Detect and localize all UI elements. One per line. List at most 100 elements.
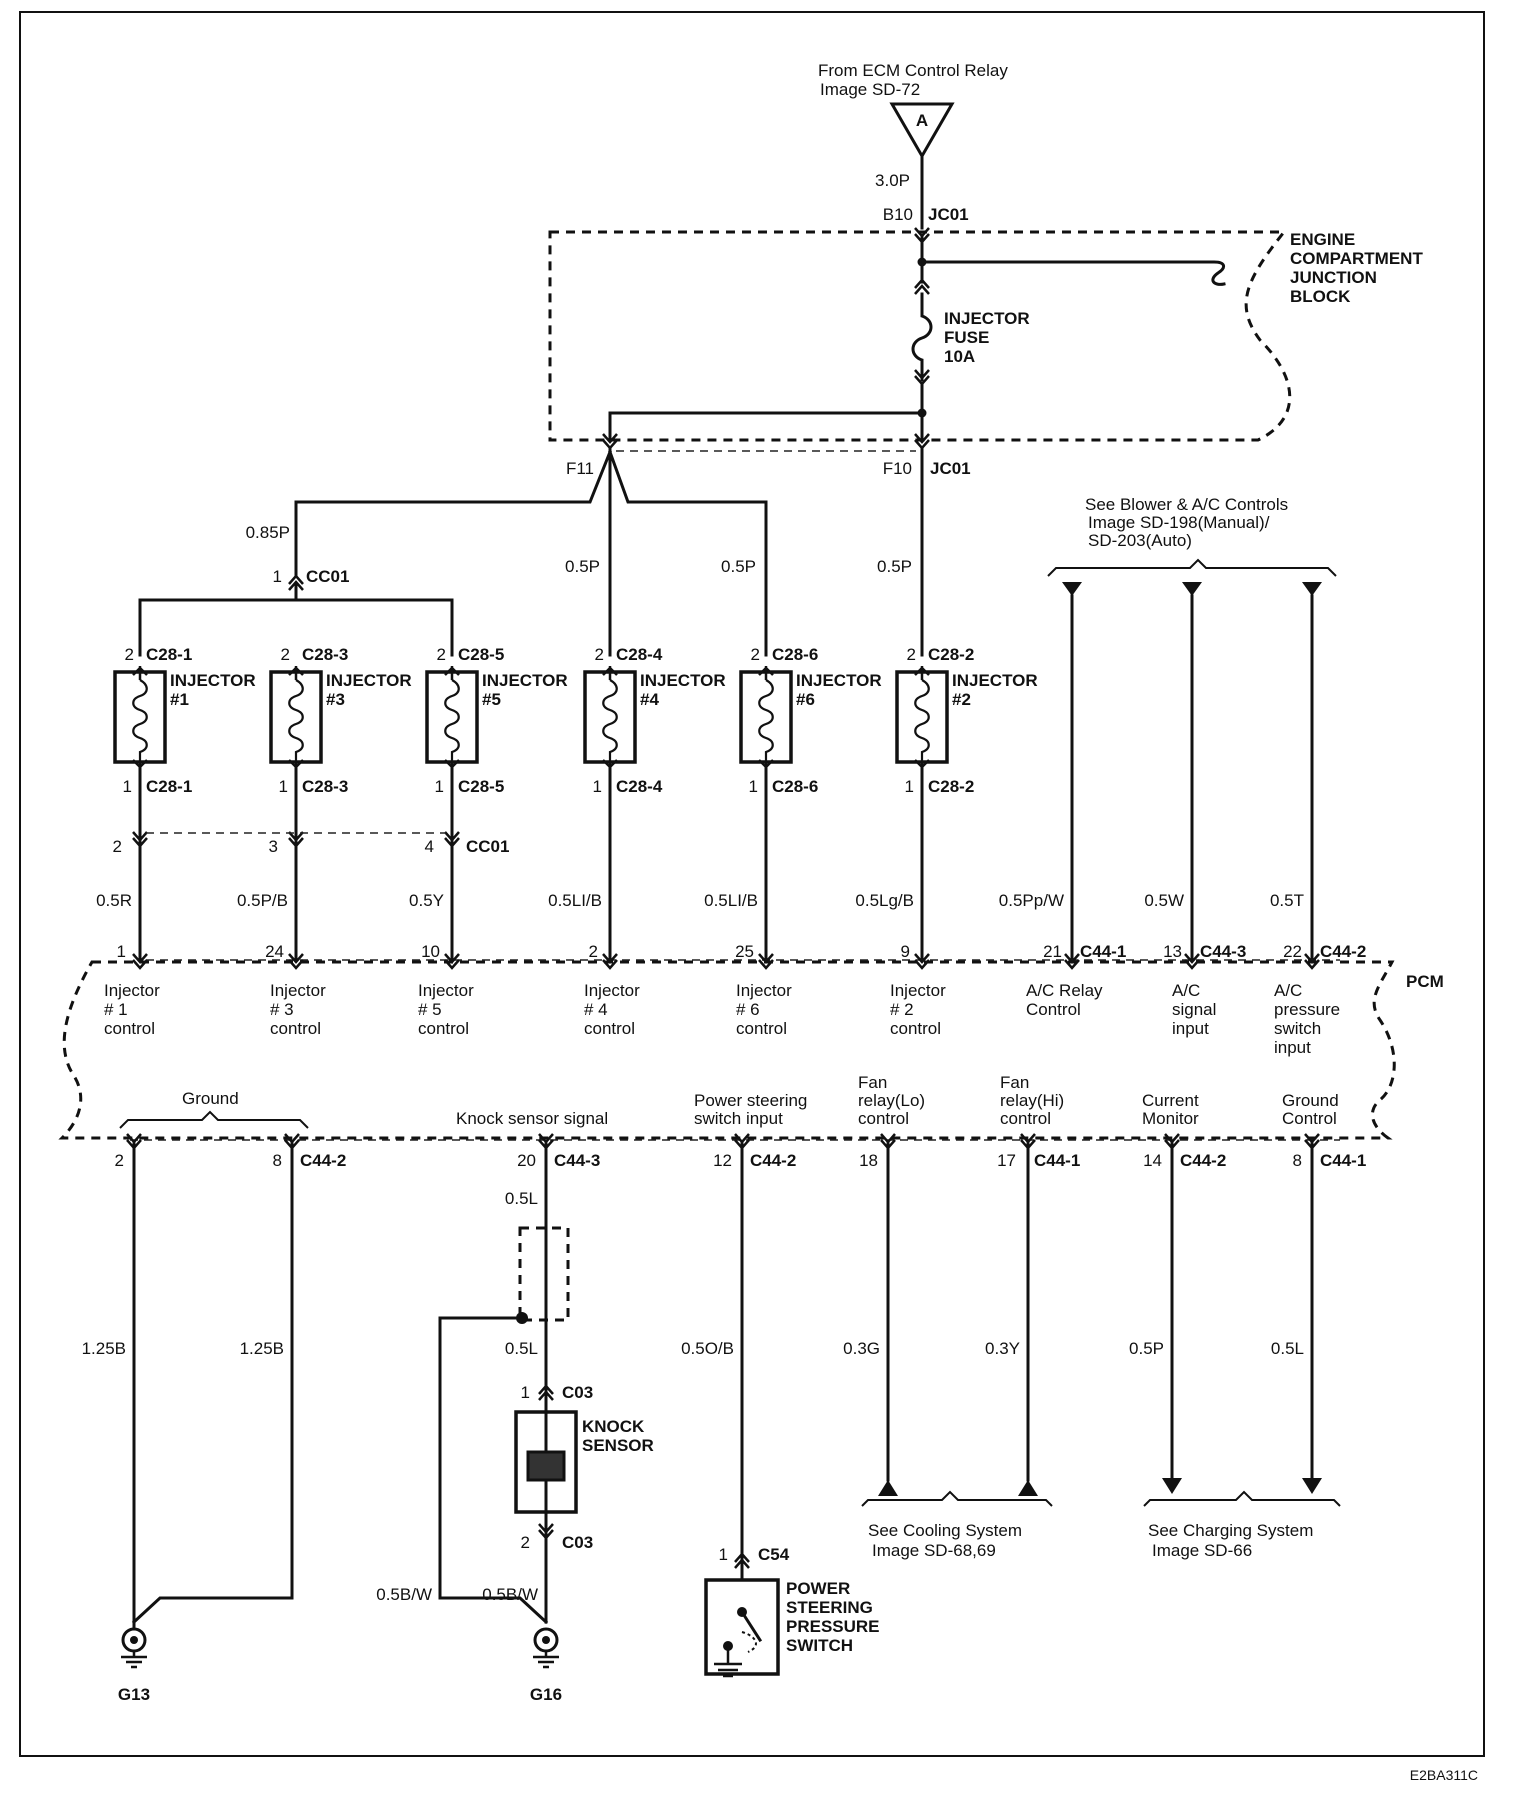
pcm-inj6-l3: control [736,1019,787,1038]
blower-ref-line2: Image SD-198(Manual)/ [1088,513,1270,532]
inj2-top-conn: C28-2 [928,645,974,664]
jb-out-right-connector: JC01 [930,459,971,478]
pcm-ac-pressure-l1: A/C [1274,981,1302,1000]
inj6-out-wire: 0.5LI/B [704,891,758,910]
pcm-fan-hi-l2: relay(Hi) [1000,1091,1064,1110]
pcm-conn-ground-ctrl: C44-1 [1320,1151,1366,1170]
knock-sensor-label-1: KNOCK [582,1417,645,1436]
inj5-bottom-pin: 1 [435,777,444,796]
jb-label-2: COMPARTMENT [1290,249,1423,268]
injector-6: 0.5P 2 C28-6 INJECTOR #6 1 C28-6 [721,557,882,796]
pcm-inj5-l2: # 5 [418,1000,442,1019]
pcm-ac-relay-l2: Control [1026,1000,1081,1019]
blower-ac-reference: See Blower & A/C Controls Image SD-198(M… [999,495,1337,962]
pcm-conn-ground: C44-2 [300,1151,346,1170]
cc01-pin-3: 3 [269,837,278,856]
inj6-name: INJECTOR [796,671,882,690]
inj2-bottom-conn: C28-2 [928,777,974,796]
inj3-top-pin: 2 [281,645,290,664]
charging-ref-line1: See Charging System [1148,1521,1313,1540]
pcm-pin-ps: 12 [713,1151,732,1170]
splice-top-pin: 1 [273,567,282,586]
injector-output-wires: 2 3 4 CC01 0.5R 0.5P/B 0.5Y 0.5LI/B 0.5L… [96,766,924,962]
charging-ref-line2: Image SD-66 [1152,1541,1252,1560]
power-steering-circuit: 0.5O/B 1 C54 POWER STEERING PRESSURE SWI… [681,1142,880,1678]
inj1-top-conn: C28-1 [146,645,192,664]
pcm-pin-ac-relay: 21 [1043,942,1062,961]
source-line2: Image SD-72 [820,80,920,99]
inj1-num: #1 [170,690,189,709]
ac-relay-wire: 0.5Pp/W [999,891,1064,910]
ps-switch-label-4: SWITCH [786,1636,853,1655]
ground-g13-label: G13 [118,1685,150,1704]
injector-fuse-symbol [911,292,933,382]
splice-cc01: 1 CC01 [138,567,454,657]
jb-label-4: BLOCK [1290,287,1351,306]
ps-wire: 0.5O/B [681,1339,734,1358]
pcm-ac-signal-l1: A/C [1172,981,1200,1000]
pcm-inj4-l1: Injector [584,981,640,1000]
inj2-supply-wire: 0.5P [877,557,912,576]
cc01-pin-2: 2 [113,837,122,856]
inj4-top-pin: 2 [595,645,604,664]
pcm-ac-pressure-l4: input [1274,1038,1311,1057]
pcm-conn-knock: C44-3 [554,1151,600,1170]
ps-switch-ground-icon [714,1646,742,1678]
inj3-name: INJECTOR [326,671,412,690]
ps-switch-body [704,1578,780,1676]
pcm-conn-fan-hi: C44-1 [1034,1151,1080,1170]
source-pin: B10 [883,205,913,224]
pcm-ac-pressure-l2: pressure [1274,1000,1340,1019]
blower-ref-line3: SD-203(Auto) [1088,531,1192,550]
inj2-out-wire: 0.5Lg/B [855,891,914,910]
fan-relay-circuits: 0.3G 0.3Y See Cooling System Image SD-68… [843,1142,1053,1560]
ground-wire-a: 1.25B [82,1339,126,1358]
knock-sensor-pin-bottom: 2 [521,1533,530,1552]
fan-hi-wire: 0.3Y [985,1339,1020,1358]
pcm-pin-inj5: 10 [421,942,440,961]
inj1-top-pin: 2 [125,645,134,664]
knock-sensor-conn-bottom: C03 [562,1533,593,1552]
injector-2: 0.5P 2 C28-2 INJECTOR #2 1 C28-2 [877,557,1038,796]
ground-wire-b: 1.25B [240,1339,284,1358]
injector-3: 2 C28-3 INJECTOR #3 1 C28-3 [269,645,412,796]
pcm-ac-signal-l3: input [1172,1019,1209,1038]
injector-1: 2 C28-1 INJECTOR #1 1 C28-1 [113,645,256,796]
ecm-source: From ECM Control Relay Image SD-72 A 3.0… [818,61,1008,230]
cooling-ref-line1: See Cooling System [868,1521,1022,1540]
pcm-inj2-l3: control [890,1019,941,1038]
inj3-bottom-pin: 1 [279,777,288,796]
jb-tap-wire [920,260,1226,286]
pcm-current-l1: Current [1142,1091,1199,1110]
knock-wire-bottom: 0.5B/W [482,1585,538,1604]
pcm-pin-ground-b: 8 [273,1151,282,1170]
knock-wire-shield: 0.5B/W [376,1585,432,1604]
pcm-ground-ctrl-l2: Control [1282,1109,1337,1128]
inj6-num: #6 [796,690,815,709]
fuse-label-1: INJECTOR [944,309,1030,328]
pcm-label: PCM [1406,972,1444,991]
pcm-inj5-l1: Injector [418,981,474,1000]
pcm-current-l2: Monitor [1142,1109,1199,1128]
pcm-pin-ground-ctrl: 8 [1293,1151,1302,1170]
inj4-out-wire: 0.5LI/B [548,891,602,910]
ground-g16-icon [531,1627,561,1669]
pcm-fan-lo-l2: relay(Lo) [858,1091,925,1110]
pcm-pin-current: 14 [1143,1151,1162,1170]
inj5-top-pin: 2 [437,645,446,664]
pcm-pin-inj3: 24 [265,942,284,961]
pcm-inj6-l1: Injector [736,981,792,1000]
cc01-pin-4: 4 [425,837,434,856]
pcm-ground-label: Ground [182,1089,239,1108]
pcm-fan-lo-l3: control [858,1109,909,1128]
knock-wire-mid: 0.5L [505,1339,538,1358]
pcm-conn-current: C44-2 [1180,1151,1226,1170]
injector-5: 2 C28-5 INJECTOR #5 1 C28-5 [425,645,568,796]
pcm-pin-fan-hi: 17 [997,1151,1016,1170]
inj4-supply-wire: 0.5P [565,557,600,576]
pcm-inj1-l3: control [104,1019,155,1038]
blower-ref-line1: See Blower & A/C Controls [1085,495,1288,514]
figure-code: E2BA311C [1410,1767,1478,1783]
inj3-bottom-conn: C28-3 [302,777,348,796]
